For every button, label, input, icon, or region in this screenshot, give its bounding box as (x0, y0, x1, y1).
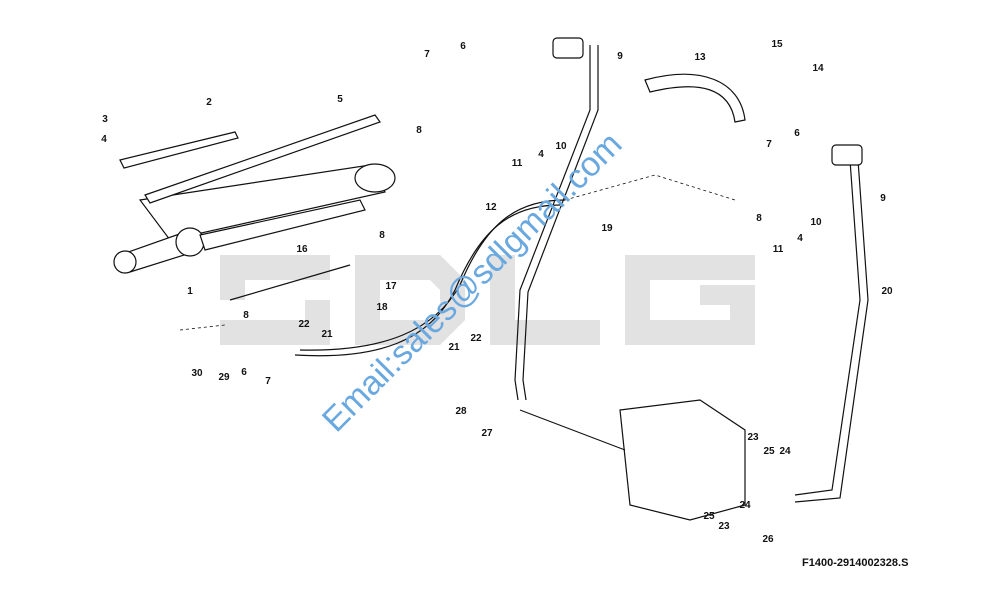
callout-label: 8 (416, 125, 422, 136)
callout-label: 26 (762, 534, 774, 545)
callout-label: 8 (243, 310, 249, 321)
callout-label: 7 (766, 139, 772, 150)
callout-label: 10 (810, 217, 822, 228)
callout-label: 24 (739, 500, 751, 511)
callout-label: 6 (794, 128, 800, 139)
callout-label: 13 (694, 52, 706, 63)
callout-label: 27 (481, 428, 493, 439)
callout-label: 22 (470, 333, 482, 344)
callout-label: 23 (747, 432, 759, 443)
callout-label: 16 (296, 244, 308, 255)
callout-label: 20 (881, 286, 893, 297)
callout-label: 17 (385, 281, 397, 292)
callout-label: 21 (448, 342, 460, 353)
callout-label: 4 (101, 134, 107, 145)
callout-label: 4 (797, 233, 803, 244)
callout-label: 18 (376, 302, 388, 313)
callout-label: 29 (218, 372, 230, 383)
callout-label: 25 (763, 446, 775, 457)
callout-label: 12 (485, 202, 497, 213)
callout-label: 21 (321, 329, 333, 340)
callout-label: 5 (337, 94, 343, 105)
callout-label: 8 (756, 213, 762, 224)
callout-label: 19 (601, 223, 613, 234)
callout-label: 8 (379, 230, 385, 241)
callout-label: 25 (703, 511, 715, 522)
callout-label: 28 (455, 406, 467, 417)
brand-watermark (220, 255, 755, 345)
callout-label: 24 (779, 446, 791, 457)
callout-label: 2 (206, 97, 212, 108)
pipes (179, 37, 869, 521)
callout-label: 14 (812, 63, 824, 74)
callout-label: 10 (555, 141, 567, 152)
callout-label: 4 (538, 149, 544, 160)
callout-label: 1 (187, 286, 193, 297)
callout-label: 6 (460, 41, 466, 52)
callout-label: 30 (191, 368, 203, 379)
callout-label: 7 (424, 49, 430, 60)
callout-label: 11 (773, 244, 784, 255)
callout-label: 11 (512, 158, 523, 169)
callout-label: 3 (102, 114, 108, 125)
callout-label: 22 (298, 319, 310, 330)
callout-label: 9 (617, 51, 623, 62)
figure-code: F1400-2914002328.S (802, 557, 908, 569)
callout-label: 9 (880, 193, 886, 204)
callout-label: 23 (718, 521, 730, 532)
callout-label: 7 (265, 376, 271, 387)
callout-label: 6 (241, 367, 247, 378)
callout-label: 15 (771, 39, 783, 50)
hydraulic-cylinder (113, 114, 396, 274)
